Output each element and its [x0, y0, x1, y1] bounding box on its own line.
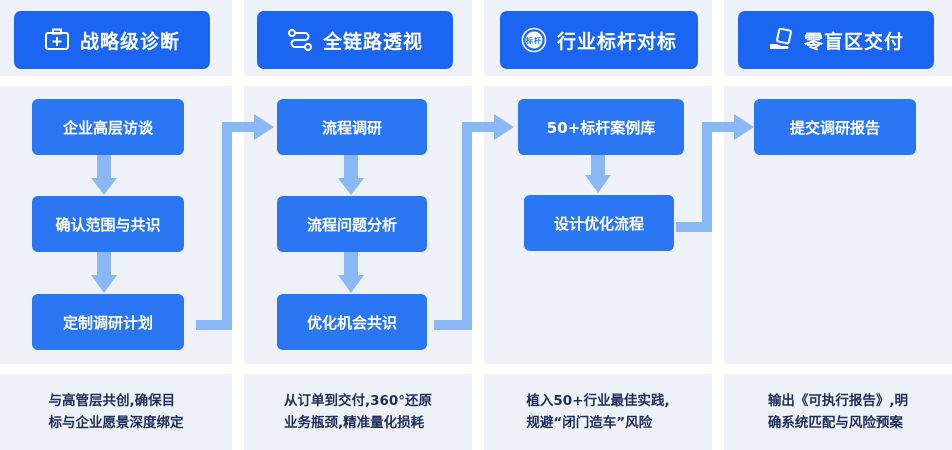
header-label: 全链路透视	[322, 30, 423, 53]
step-confirm-scope: 确认范围与共识	[32, 196, 184, 252]
step-design-optimized-process: 设计优化流程	[524, 195, 674, 251]
step-executive-interview: 企业高层访谈	[32, 99, 184, 155]
column-2-desc-background	[244, 374, 472, 450]
column-1-desc-background	[0, 374, 232, 450]
column-3-desc-background	[484, 374, 712, 450]
header-industry-benchmark: 标杆 行业标杆对标	[500, 11, 698, 69]
description-column-2: 从订单到交付,360°还原业务瓶颈,精准量化损耗	[283, 393, 433, 431]
flow-chain-icon	[287, 27, 313, 53]
header-full-chain: 全链路透视	[257, 11, 453, 69]
header-zero-blind-delivery: 零盲区交付	[738, 11, 934, 69]
step-process-analysis: 流程问题分析	[277, 196, 427, 252]
step-submit-report: 提交调研报告	[754, 99, 916, 155]
header-label: 行业标杆对标	[556, 30, 677, 53]
step-research-plan: 定制调研计划	[32, 294, 184, 350]
svg-text:标杆: 标杆	[525, 36, 542, 45]
step-optimization-consensus: 优化机会共识	[277, 294, 427, 350]
header-label: 战略级诊断	[79, 30, 180, 53]
medical-kit-icon	[44, 27, 70, 53]
step-process-research: 流程调研	[277, 99, 427, 155]
header-label: 零盲区交付	[803, 30, 904, 53]
header-strategic-diagnosis: 战略级诊断	[14, 11, 210, 69]
hand-document-icon	[768, 27, 794, 53]
description-column-4: 输出《可执行报告》,明确系统匹配与风险预案	[767, 393, 909, 431]
description-column-3: 植入50+行业最佳实践,规避“闭门造车”风险	[526, 393, 670, 431]
description-column-1: 与高管层共创,确保目标与企业愿景深度绑定	[48, 393, 184, 431]
benchmark-seal-icon: 标杆	[521, 27, 547, 53]
step-benchmark-library: 50+标杆案例库	[518, 99, 684, 155]
column-4-desc-background	[724, 374, 952, 450]
